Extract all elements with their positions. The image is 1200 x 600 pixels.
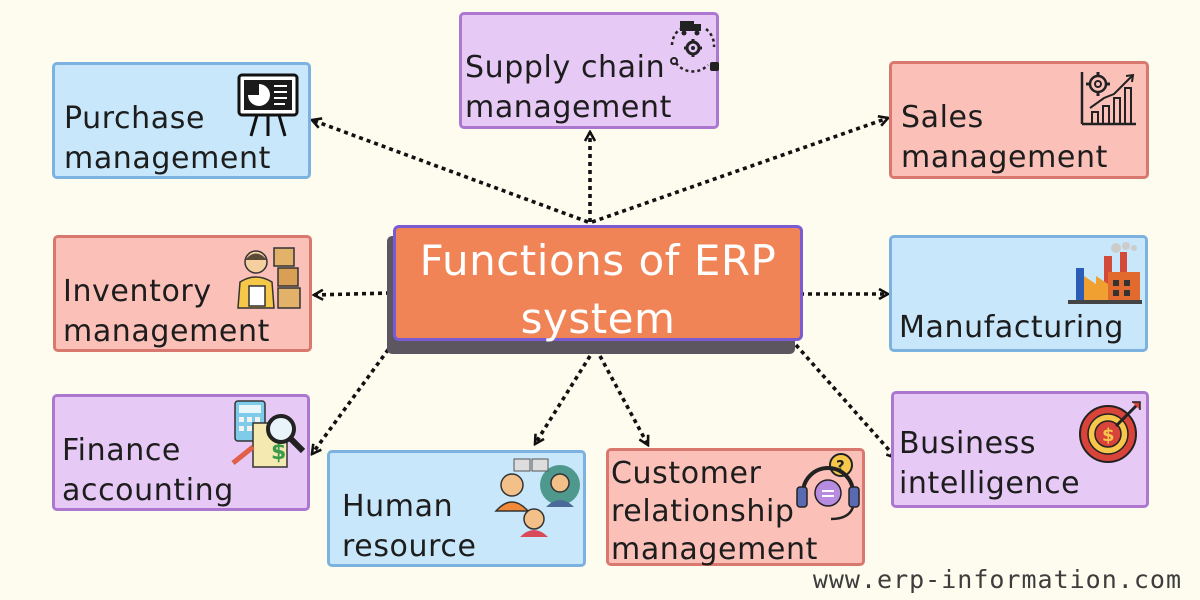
arrow-to-inventory (314, 293, 391, 295)
truck-gear-cycle-icon (670, 21, 719, 73)
center-node: Functions of ERP system (393, 225, 803, 343)
presentation-chart-icon (237, 73, 299, 137)
watermark: www.erp-information.com (812, 565, 1182, 594)
node-manufacturing: Manufacturing (889, 235, 1148, 352)
target-dollar-icon: $ (1079, 401, 1141, 463)
people-team-icon (494, 458, 580, 537)
gear-bar-chart-icon (1080, 72, 1136, 126)
node-business-intelligence: Business intelligence $ (891, 391, 1149, 508)
headset-question-icon: ? (796, 453, 860, 521)
factory-icon (1068, 242, 1142, 304)
node-crm-label: Customer relationship management (611, 456, 818, 567)
center-title: Functions of ERP system (419, 236, 777, 343)
node-human-resource: Human resource (327, 450, 586, 567)
arrow-to-sales (591, 118, 888, 224)
arrow-to-human-resource (533, 355, 592, 444)
worker-boxes-icon (237, 247, 301, 309)
arrow-to-crm (598, 355, 650, 445)
arrow-to-finance (312, 341, 395, 454)
arrow-to-business-intelligence (794, 343, 896, 458)
node-human-resource-label: Human resource (342, 489, 477, 564)
arrow-to-purchase (312, 120, 589, 224)
node-inventory-label: Inventory management (63, 274, 270, 349)
node-crm: Customer relationship management ? (606, 448, 865, 567)
node-sales: Sales management (889, 61, 1149, 179)
node-finance: Finance accounting $ (52, 394, 310, 511)
svg-text:$: $ (271, 440, 286, 465)
node-inventory: Inventory management (53, 235, 312, 352)
node-sales-label: Sales management (901, 100, 1108, 175)
node-manufacturing-label: Manufacturing (899, 310, 1125, 345)
node-purchase: Purchase management (52, 62, 311, 179)
calculator-magnifier-icon: $ (231, 400, 306, 468)
node-purchase-label: Purchase management (64, 101, 271, 176)
node-finance-label: Finance accounting (62, 433, 234, 508)
svg-text:?: ? (836, 457, 845, 475)
node-supply-chain-label: Supply chain management (465, 50, 672, 125)
node-business-intelligence-label: Business intelligence (899, 426, 1081, 501)
svg-text:$: $ (1102, 425, 1115, 446)
node-supply-chain: Supply chain management (459, 12, 719, 129)
